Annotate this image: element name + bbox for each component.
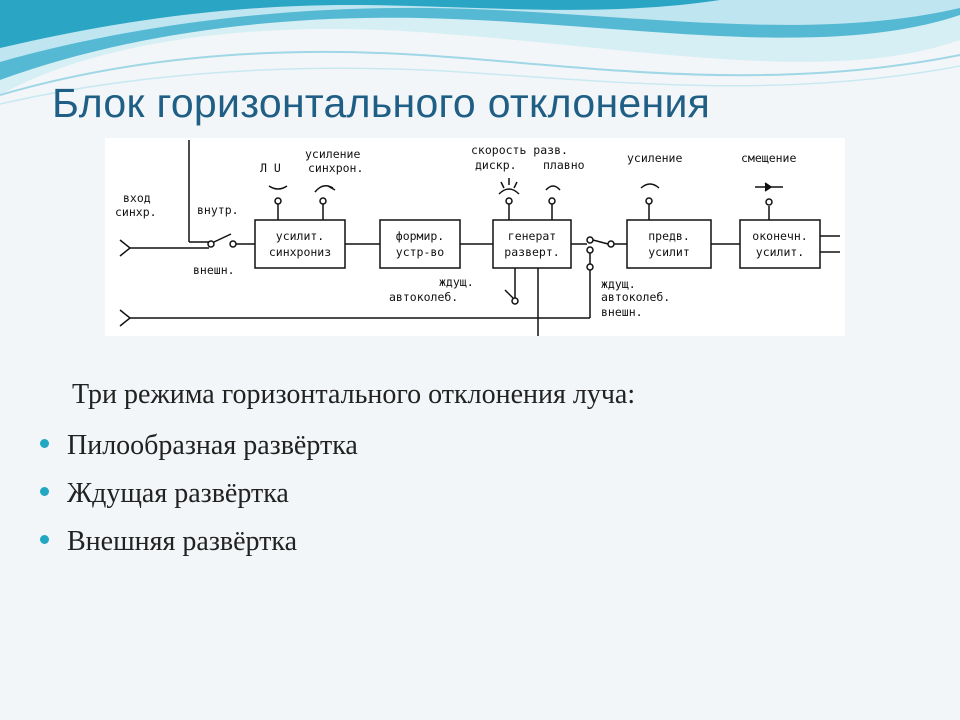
label-sync-gain: усиление (305, 147, 360, 161)
bullet-icon (40, 487, 49, 496)
label-internal: внутр. (197, 203, 239, 217)
block-2-line-1: формир. (396, 229, 444, 243)
label-pulse-symbols: Л U (260, 161, 281, 175)
block-shaper (379, 219, 461, 269)
wait-auto-switch (504, 289, 514, 299)
list-item: Ждущая развёртка (38, 476, 358, 524)
gain-knob-icon (640, 183, 660, 189)
label-auto-1: автоколеб. (389, 290, 458, 304)
label-wait-2: ждущ. (601, 277, 636, 291)
label-smooth: плавно (543, 158, 585, 172)
input-arrow (119, 239, 132, 257)
block-diagram: вход синхр. внутр. внешн. Л U усиление с… (105, 138, 845, 336)
label-input: вход (123, 191, 151, 205)
bullet-icon (40, 439, 49, 448)
block-preamplifier (626, 219, 712, 269)
block-sync-amplifier (254, 219, 346, 269)
label-discrete: дискр. (475, 158, 517, 172)
block-4-line-1: предв. (648, 229, 690, 243)
slide-title: Блок горизонтального отклонения (52, 80, 711, 126)
label-sync: синхр. (115, 205, 157, 219)
block-1-line-1: усилит. (276, 229, 324, 243)
smooth-speed-knob-icon (545, 185, 561, 191)
block-3-line-1: генерат (508, 229, 556, 243)
label-external: внешн. (193, 263, 235, 277)
block-3-line-2: разверт. (504, 245, 559, 259)
block-1-line-2: синхрониз (269, 245, 331, 259)
label-ext-2: внешн. (601, 305, 643, 319)
label-sync-gain-2: синхрон. (308, 161, 363, 175)
block-output-amplifier (739, 219, 821, 269)
block-2-line-2: устр-во (396, 245, 445, 259)
label-gain: усиление (627, 151, 682, 165)
modes-list: Пилообразная развёртка Ждущая развёртка … (38, 428, 358, 572)
switch-contact-a (207, 240, 215, 248)
switch-contact-b (229, 240, 237, 248)
list-item-text: Пилообразная развёртка (67, 430, 358, 461)
label-sweep-speed: скорость разв. (471, 143, 568, 157)
modes-intro: Три режима горизонтального отклонения лу… (72, 379, 636, 410)
label-wait-1: ждущ. (439, 275, 474, 289)
block-4-line-2: усилит (648, 245, 690, 259)
list-item-text: Внешняя развёртка (67, 526, 298, 557)
list-item: Внешняя развёртка (38, 524, 358, 572)
discrete-speed-switch-icon (498, 188, 520, 195)
header-wave-decoration (0, 0, 960, 105)
block-sweep-generator (492, 219, 572, 269)
pulse-selector-icon (268, 185, 288, 190)
block-5-line-2: усилит. (756, 245, 804, 259)
list-item: Пилообразная развёртка (38, 428, 358, 476)
sync-switch (213, 233, 232, 243)
label-auto-2: автоколеб. (601, 290, 670, 304)
block-5-line-1: оконечн. (752, 229, 807, 243)
list-item-text: Ждущая развёртка (67, 478, 289, 509)
label-offset: смещение (741, 151, 796, 165)
bullet-icon (40, 535, 49, 544)
